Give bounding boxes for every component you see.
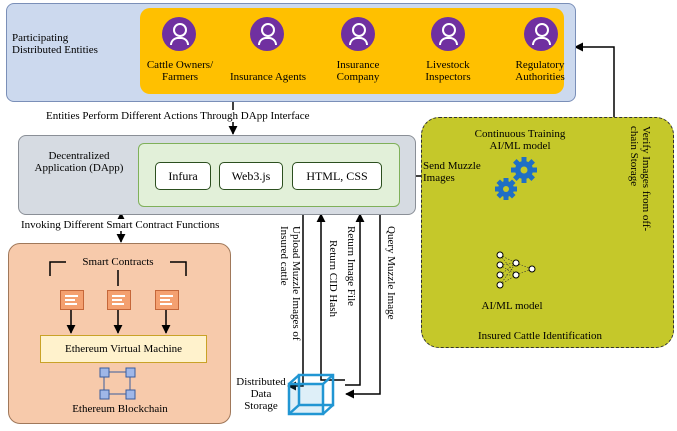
gear-icon (495, 157, 537, 200)
tech-html-css: HTML, CSS (292, 162, 382, 190)
storage-cube-icon (287, 373, 335, 416)
send-images-label: Send Muzzle Images (423, 160, 481, 184)
upload-label: Upload Muzzle Images of Insured cattle (278, 226, 302, 341)
smart-contracts-title: Smart Contracts (82, 256, 154, 268)
entity-label-cattle-owners: Cattle Owners/ Farmers (146, 59, 214, 83)
contract-icon (60, 290, 84, 310)
contract-icon (107, 290, 131, 310)
dapp-title: Decentralized Application (DApp) (34, 150, 124, 174)
entity-label-regulatory-authorities: Regulatory Authorities (515, 59, 565, 83)
ai-identification-label: Insured Cattle Identification (477, 330, 602, 342)
user-icon (524, 17, 558, 51)
evm-box: Ethereum Virtual Machine (40, 335, 207, 363)
entity-label-livestock-inspectors: Livestock Inspectors (425, 59, 471, 83)
query-label: Query Muzzle Image (385, 226, 397, 320)
cid-arrow (316, 213, 345, 381)
ai-model-label: AI/ML model (481, 300, 543, 312)
neural-network-icon (496, 251, 536, 289)
entity-label-insurance-company: Insurance Company (336, 59, 380, 83)
ai-training-label: Continuous Training AI/ML model (474, 128, 566, 152)
file-label: Return Image File (345, 226, 357, 307)
user-icon (250, 17, 284, 51)
query-arrow (345, 214, 381, 399)
user-icon (431, 17, 465, 51)
tech-infura: Infura (155, 162, 211, 190)
entities-title: Participating Distributed Entities (12, 32, 98, 56)
tech-web3js: Web3.js (219, 162, 283, 190)
upload-arrow (287, 215, 304, 391)
verify-images-arrow (574, 42, 615, 121)
user-icon (162, 17, 196, 51)
entities-action-label: Entities Perform Different Actions Throu… (46, 110, 310, 122)
invoke-label: Invoking Different Smart Contract Functi… (21, 219, 220, 231)
user-icon (341, 17, 375, 51)
cid-label: Return CID Hash (327, 240, 339, 317)
blockchain-label: Ethereum Blockchain (72, 403, 168, 415)
contract-icon (155, 290, 179, 310)
contracts-connectors (49, 261, 187, 334)
ai-panel (421, 117, 674, 348)
file-arrow (345, 213, 365, 386)
verify-label: Verify Images from off- chain Storage (628, 126, 652, 232)
storage-label: Distributed Data Storage (236, 376, 286, 412)
entity-label-insurance-agents: Insurance Agents (229, 71, 307, 83)
blockchain-icon (99, 367, 136, 400)
